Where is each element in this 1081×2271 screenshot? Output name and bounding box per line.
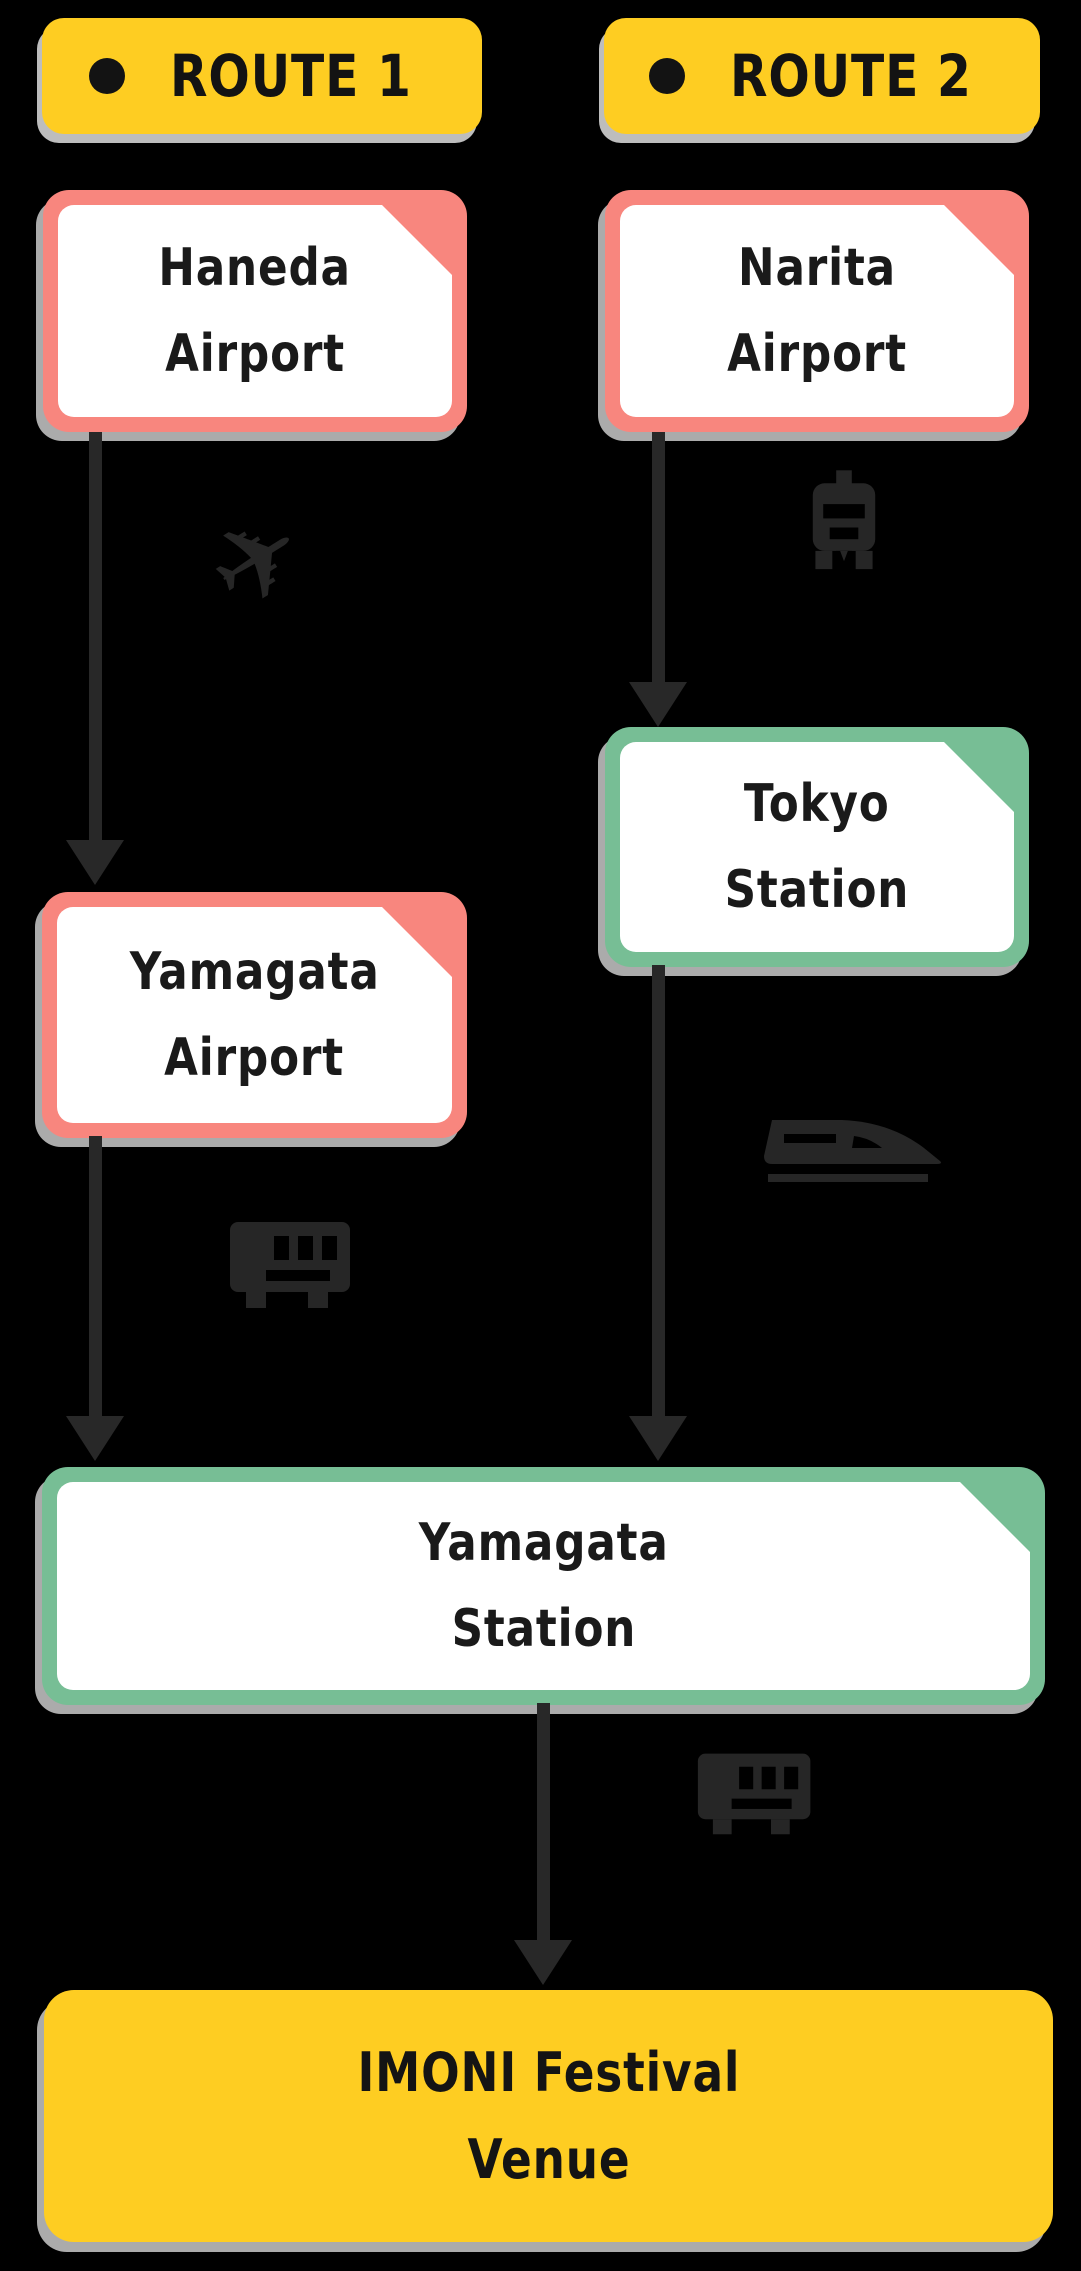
bullet-icon <box>89 58 126 94</box>
card-face: Tokyo Station <box>620 742 1014 952</box>
bullet-icon <box>649 58 686 94</box>
arrowhead-icon <box>66 1416 124 1461</box>
flow-arrow-station-to-venue <box>537 1703 550 1944</box>
airplane-icon: ✈ <box>185 484 329 639</box>
card-title-line2: Station <box>724 860 910 920</box>
yamagata-station-card: Yamagata Station <box>42 1467 1045 1705</box>
card-face: Yamagata Station <box>57 1482 1030 1690</box>
bus-icon <box>697 1753 811 1835</box>
card-face: Haneda Airport <box>58 205 452 417</box>
card-title-line1: Narita <box>738 238 896 298</box>
flow-arrow-narita-to-tokyo <box>652 432 665 684</box>
shinkansen-icon <box>764 1120 941 1182</box>
bus-icon <box>230 1222 350 1308</box>
flow-arrow-tokyo-to-yamagata-station <box>652 965 665 1418</box>
tokyo-station-card: Tokyo Station <box>605 727 1029 967</box>
card-title-line1: Yamagata <box>418 1513 669 1573</box>
haneda-airport-card: Haneda Airport <box>43 190 467 432</box>
card-title-line2: Station <box>451 1599 636 1659</box>
flow-arrow-yamagata-airport-to-station <box>89 1136 102 1418</box>
imoni-festival-venue-box: IMONI Festival Venue <box>44 1990 1053 2242</box>
route-2-badge: ROUTE 2 <box>604 18 1040 134</box>
card-title-line1: Tokyo <box>744 774 890 834</box>
yamagata-airport-card: Yamagata Airport <box>42 892 467 1138</box>
card-face: Narita Airport <box>620 205 1014 417</box>
route-1-badge: ROUTE 1 <box>42 18 482 134</box>
route-2-label: ROUTE 2 <box>730 42 972 110</box>
card-title-line2: Airport <box>727 324 907 384</box>
card-face: Yamagata Airport <box>57 907 452 1123</box>
card-title-line2: Airport <box>164 1028 345 1088</box>
card-title-line1: Yamagata <box>129 942 380 1002</box>
card-title-line2: Airport <box>165 324 345 384</box>
narita-airport-card: Narita Airport <box>605 190 1029 432</box>
arrowhead-icon <box>629 682 687 727</box>
card-title-line1: Haneda <box>158 238 352 298</box>
flow-arrow-haneda-to-yamagata-airport <box>89 432 102 842</box>
venue-title-line2: Venue <box>467 2128 630 2191</box>
arrowhead-icon <box>66 840 124 885</box>
train-front-icon <box>812 470 876 570</box>
arrowhead-icon <box>514 1940 572 1985</box>
route-1-label: ROUTE 1 <box>170 42 412 110</box>
arrowhead-icon <box>629 1416 687 1461</box>
venue-title-line1: IMONI Festival <box>357 2041 740 2104</box>
